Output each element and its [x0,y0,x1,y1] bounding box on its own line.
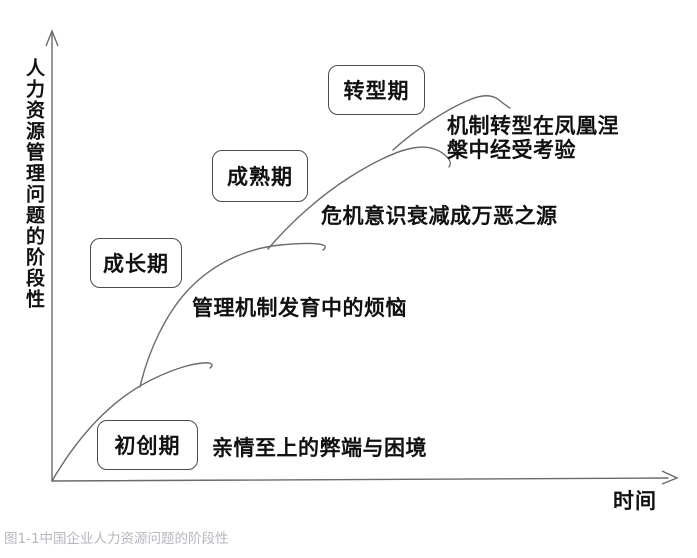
x-axis-label: 时间 [613,489,657,513]
x-axis-arrow-icon [661,470,679,485]
stage-box-transformation-label: 转型期 [343,79,410,103]
y-axis-label: 人力资源管理问题的阶段性 [23,58,45,310]
annotation-transformation: 机制转型在凤凰涅 槃中经受考验 [447,114,619,162]
stage-arc-startup [51,362,213,482]
stage-box-maturity: 成熟期 [212,150,308,202]
x-axis-line [51,477,669,482]
stage-box-growth-label: 成长期 [103,252,169,276]
annotation-transformation-line1: 机制转型在凤凰涅 [447,114,619,138]
y-axis-arrow-icon [45,29,59,47]
stage-box-startup: 初创期 [97,420,198,470]
stage-arc-growth [139,242,326,388]
stage-box-maturity-label: 成熟期 [227,165,293,189]
stage-box-transformation: 转型期 [328,65,425,115]
figure-caption: 图1-1中国企业人力资源问题的阶段性 [4,531,229,547]
stage-box-growth: 成长期 [90,238,182,288]
stage-arc-maturity [267,146,452,250]
annotation-transformation-line2: 槃中经受考验 [447,138,576,162]
stage-box-startup-label: 初创期 [114,434,181,458]
annotation-maturity: 危机意识衰减成万恶之源 [321,204,558,228]
annotation-growth: 管理机制发育中的烦恼 [192,296,407,320]
stage-arc-transformation [392,95,511,151]
annotation-startup: 亲情至上的弊端与困境 [212,436,427,460]
